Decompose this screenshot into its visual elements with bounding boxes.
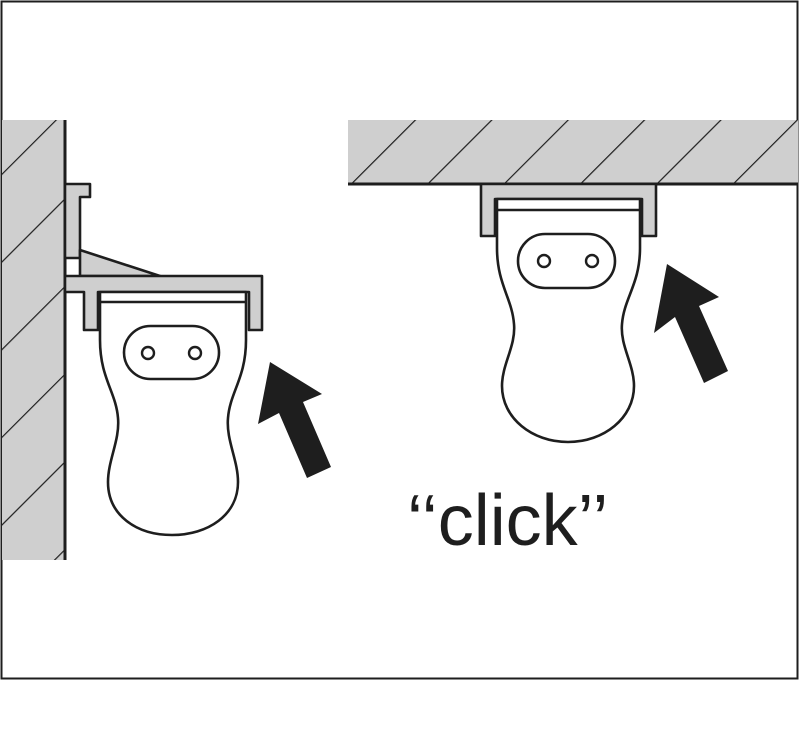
- wall-surface: [2, 120, 65, 560]
- wall-bracket-channel: [63, 274, 264, 332]
- ceiling-surface: [348, 120, 798, 184]
- ceiling-clip-hole-left: [536, 253, 552, 269]
- wall-mount-scene: [2, 120, 331, 560]
- wall-clip-slot: [122, 324, 221, 381]
- click-label: ‘‘click’’: [407, 481, 608, 561]
- wall-clip-hole-right: [187, 345, 203, 361]
- wall-clip-hole-left: [140, 345, 156, 361]
- wall-bracket-upright: [63, 182, 92, 260]
- ceiling-clip-slot: [516, 232, 617, 290]
- ceiling-bracket-channel: [479, 182, 658, 238]
- ceiling-push-arrow-icon: [654, 264, 728, 383]
- ceiling-mount-scene: [348, 120, 798, 444]
- wall-push-arrow-icon: [258, 362, 331, 478]
- ceiling-clip-hole-right: [584, 253, 600, 269]
